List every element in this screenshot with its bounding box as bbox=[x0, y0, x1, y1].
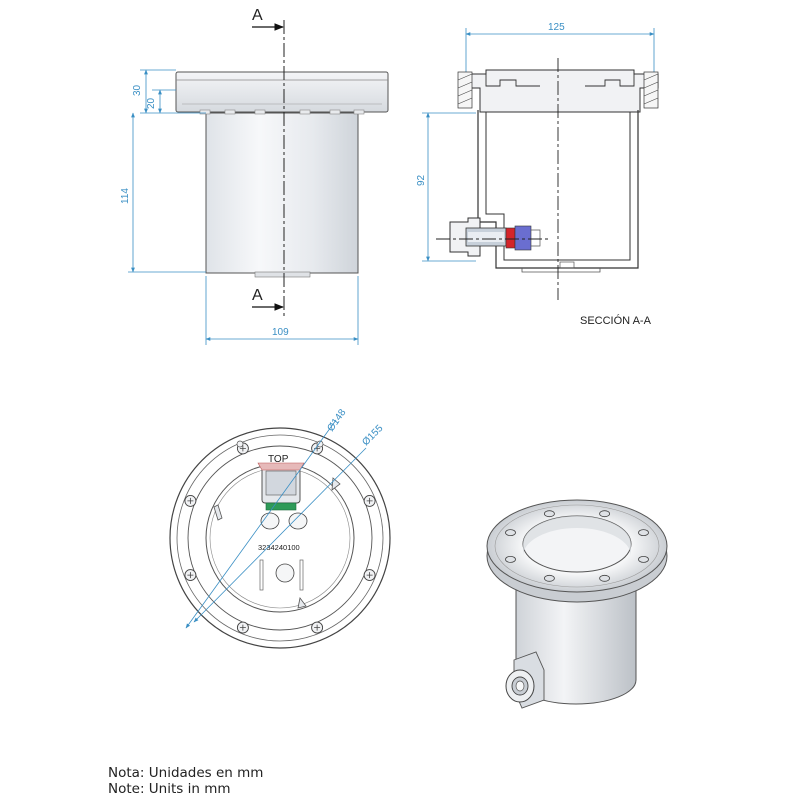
top-view: TOP 3234240100 Ø148 Ø155 bbox=[169, 407, 391, 649]
dim-92: 92 bbox=[416, 174, 427, 186]
dim-125: 125 bbox=[548, 22, 565, 33]
screw-slot bbox=[366, 572, 373, 579]
bolt-screws bbox=[184, 440, 376, 634]
iso-screws bbox=[505, 510, 649, 582]
iso-screw-icon bbox=[544, 574, 555, 582]
dim-20: 20 bbox=[146, 97, 157, 109]
screw-slot bbox=[187, 497, 194, 504]
iso-screw-icon bbox=[544, 510, 555, 518]
section-view: 125 92 bbox=[416, 22, 659, 327]
dim-109: 109 bbox=[272, 327, 289, 338]
dim-30: 30 bbox=[132, 84, 143, 96]
iso-screw-icon bbox=[599, 510, 610, 518]
seal-red bbox=[505, 227, 516, 249]
note-english: Note: Units in mm bbox=[108, 781, 231, 797]
screw-slot bbox=[314, 624, 321, 631]
dim-d155: Ø155 bbox=[360, 423, 385, 448]
dim-d148: Ø148 bbox=[325, 407, 348, 434]
iso-cable-gland bbox=[505, 651, 545, 709]
cable-gland bbox=[449, 217, 541, 257]
section-title: SECCIÓN A-A bbox=[580, 314, 652, 327]
screw-icon bbox=[236, 440, 244, 448]
front-view: A A 30 20 114 109 bbox=[120, 7, 389, 345]
screw-slot bbox=[239, 445, 246, 452]
note-spanish: Nota: Unidades en mm bbox=[108, 765, 264, 781]
iso-screw-icon bbox=[638, 556, 649, 563]
screw-slot bbox=[366, 497, 373, 504]
iso-screw-icon bbox=[505, 556, 516, 563]
front-flange bbox=[175, 71, 389, 113]
iso-screw-icon bbox=[505, 529, 516, 536]
iso-view bbox=[486, 499, 668, 709]
section-label-bottom: A bbox=[252, 287, 263, 304]
dim-114: 114 bbox=[120, 188, 131, 204]
iso-screw-icon bbox=[599, 574, 610, 582]
iso-screw-icon bbox=[638, 529, 649, 536]
screw-slot bbox=[187, 572, 194, 579]
section-label-top: A bbox=[252, 7, 263, 24]
seal-blue bbox=[514, 225, 532, 251]
screw-slot bbox=[239, 624, 246, 631]
front-body bbox=[205, 112, 359, 274]
top-mark: TOP bbox=[268, 454, 289, 465]
serial-number: 3234240100 bbox=[258, 543, 300, 552]
screw-icon bbox=[316, 440, 324, 448]
connector-green bbox=[265, 502, 297, 511]
